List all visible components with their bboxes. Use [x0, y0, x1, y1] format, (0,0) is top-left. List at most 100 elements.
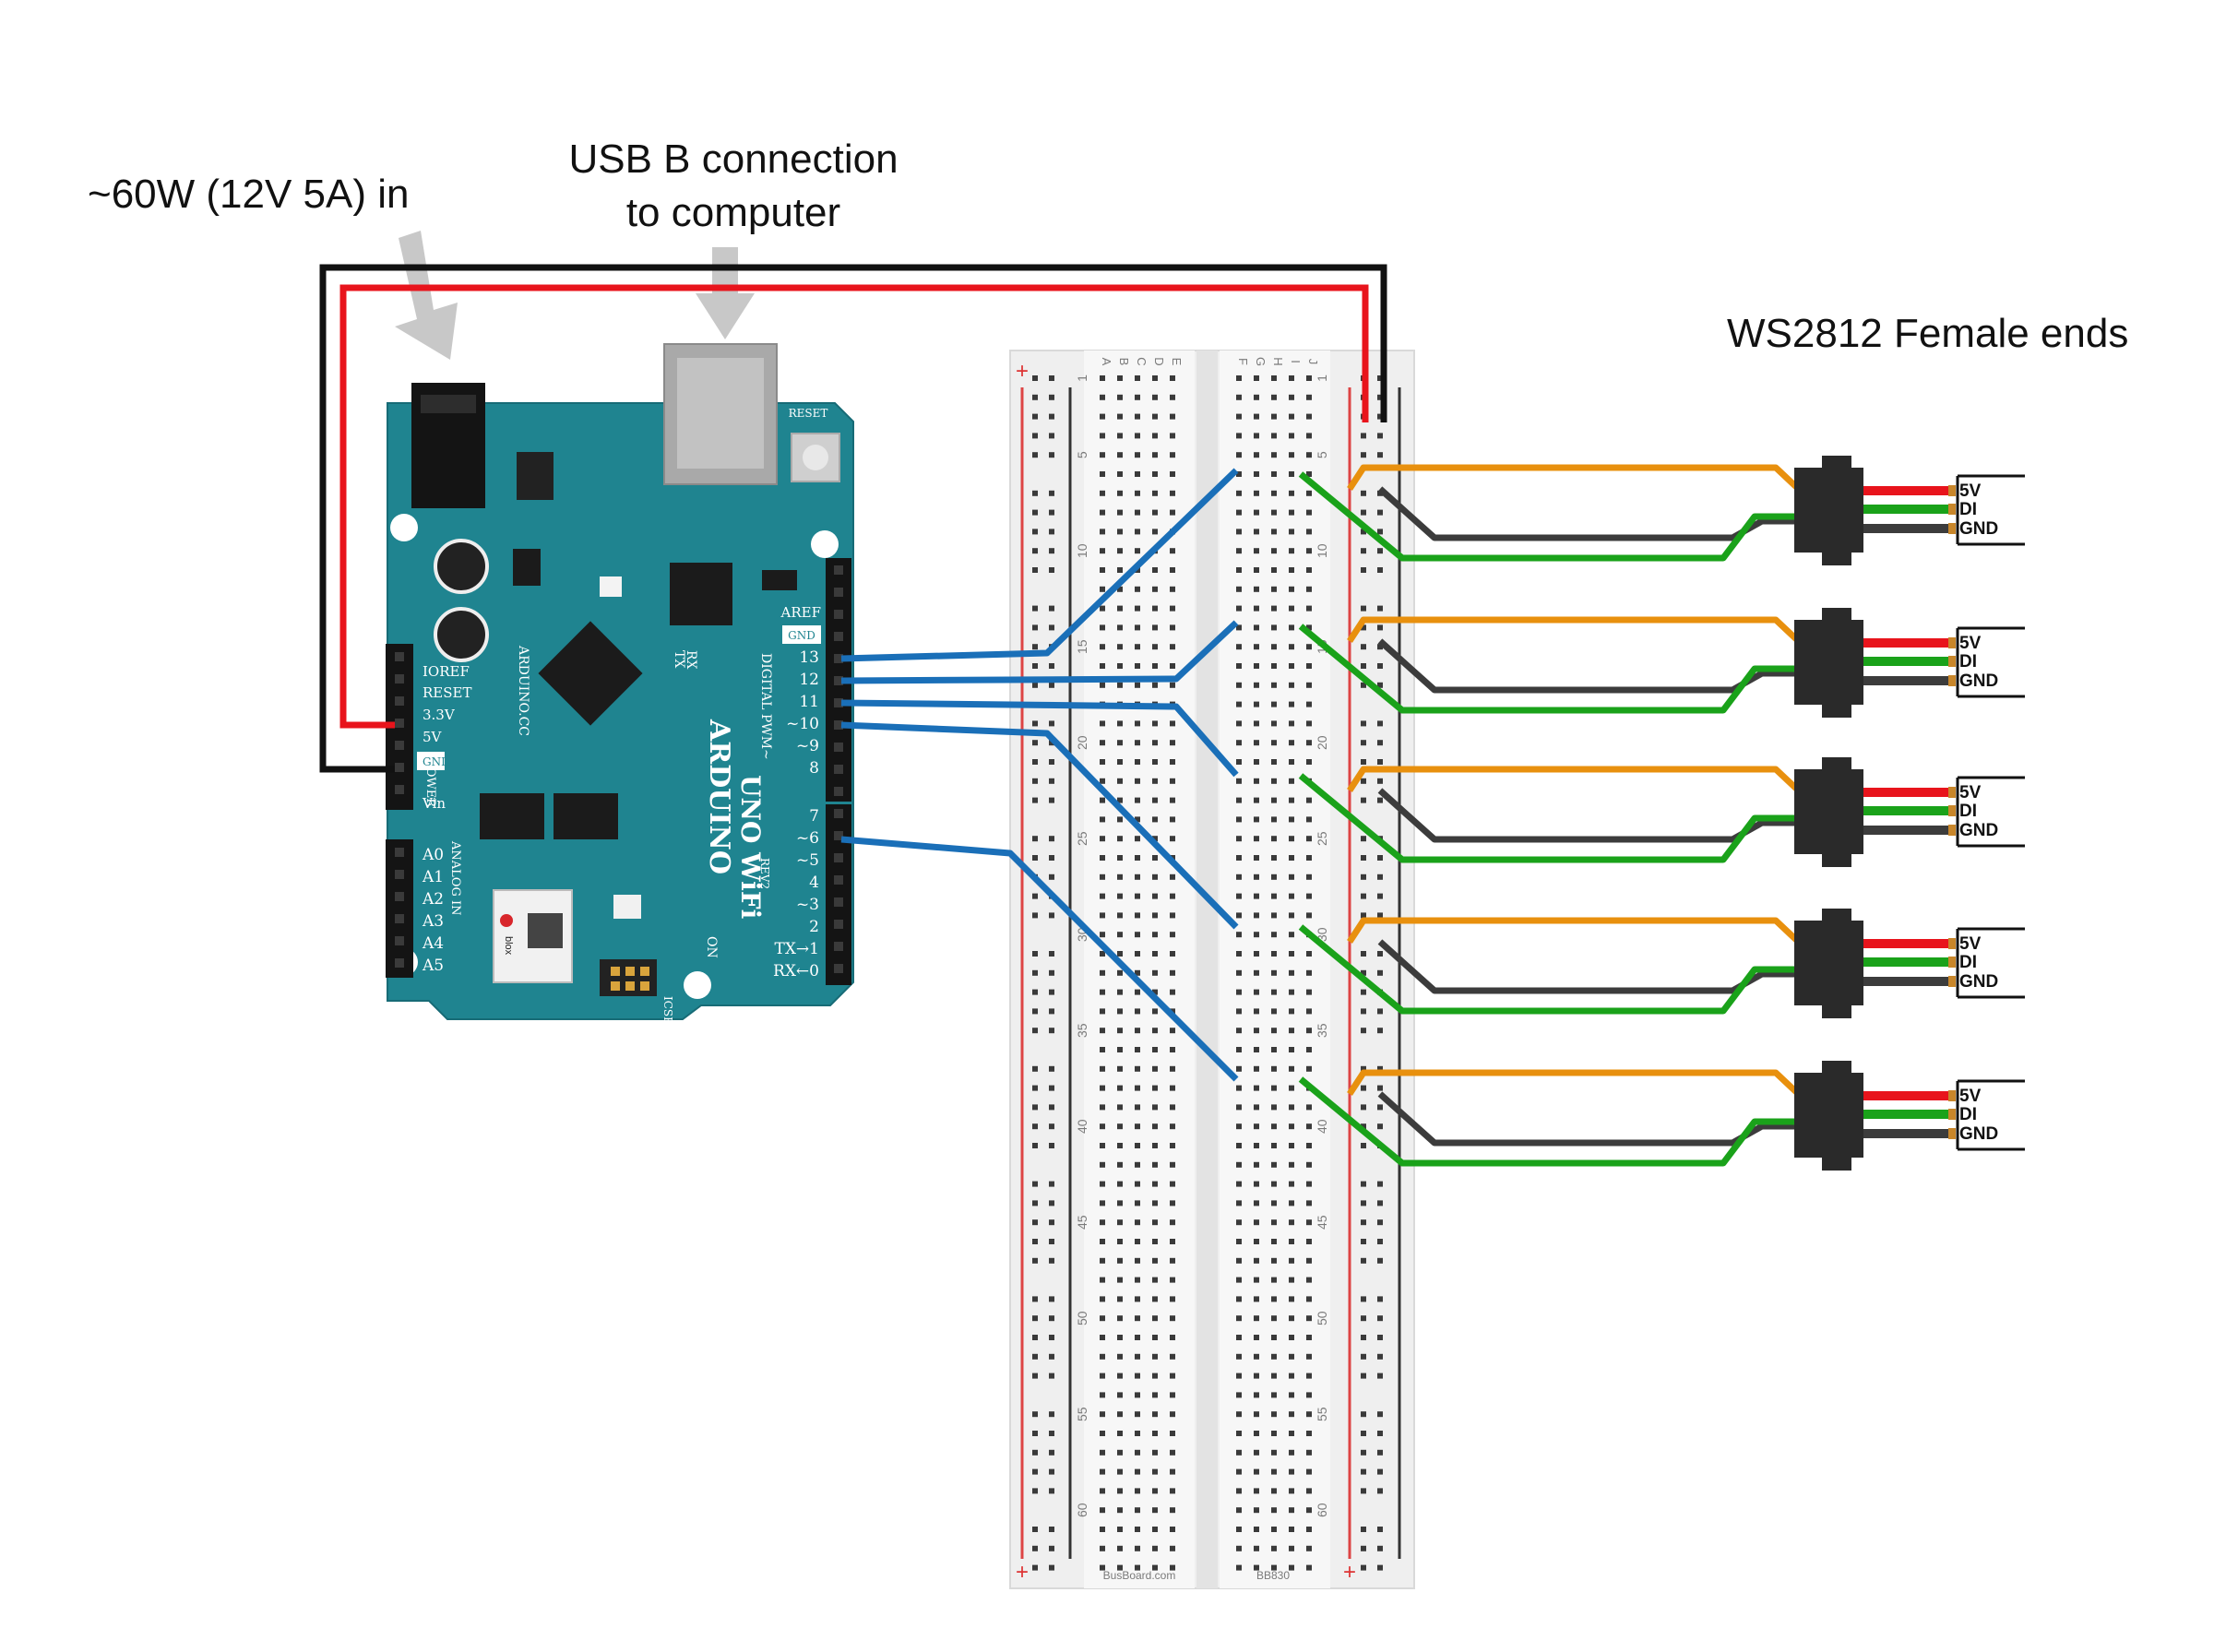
jst-latch — [1822, 852, 1851, 867]
breadboard-hole — [1117, 1028, 1123, 1034]
usb-chip — [670, 563, 732, 625]
breadboard-hole — [1254, 1353, 1259, 1360]
breadboard-hole — [1170, 1335, 1175, 1340]
smd-chip-a — [762, 570, 797, 590]
rail-hole — [1361, 893, 1366, 899]
breadboard-hole — [1100, 1353, 1105, 1360]
breadboard-hole — [1117, 1335, 1123, 1340]
header-pin — [834, 831, 843, 840]
breadboard-hole — [1135, 759, 1140, 765]
breadboard-hole — [1100, 624, 1105, 631]
breadboard-hole — [1135, 1257, 1140, 1264]
rail-hole — [1032, 1545, 1038, 1551]
rail-hole — [1361, 1545, 1366, 1551]
breadboard-hole — [1135, 452, 1140, 458]
rail-hole — [1361, 567, 1366, 573]
rail-hole — [1361, 682, 1366, 688]
header-pin — [834, 676, 843, 685]
rail-hole — [1049, 1239, 1054, 1244]
breadboard-hole — [1170, 1392, 1175, 1398]
smd-chip-d — [554, 793, 618, 839]
power-section-label: POWER — [423, 759, 437, 808]
breadboard-hole — [1152, 1335, 1158, 1340]
signal-wire-pin10 — [840, 721, 1239, 930]
breadboard-hole — [1135, 644, 1140, 650]
power-in-caption: ~60W (12V 5A) in — [88, 172, 410, 217]
usb-caption-line1: USB B connection — [568, 137, 898, 182]
breadboard-hole — [1271, 1104, 1277, 1111]
breadboard-hole — [1236, 1507, 1242, 1514]
breadboard-hole — [1135, 1277, 1140, 1283]
rail-hole — [1377, 1488, 1383, 1494]
breadboard-hole — [1135, 1200, 1140, 1206]
breadboard-hole — [1271, 567, 1277, 573]
breadboard-hole — [1236, 1411, 1242, 1418]
breadboard-hole — [1152, 567, 1158, 573]
breadboard-hole — [1254, 1200, 1259, 1206]
rail-hole — [1361, 548, 1366, 554]
breadboard-hole — [1135, 394, 1140, 400]
rail-hole — [1049, 1353, 1054, 1360]
breadboard-hole — [1100, 1143, 1105, 1148]
rail-hole — [1361, 1315, 1366, 1322]
breadboard-hole — [1306, 509, 1312, 516]
breadboard-hole — [1152, 1200, 1158, 1206]
breadboard-hole — [1254, 874, 1259, 880]
breadboard-hole — [1135, 1507, 1140, 1514]
breadboard-hole — [1236, 720, 1242, 727]
column-number: 35 — [1315, 1023, 1329, 1038]
breadboard-hole — [1170, 682, 1175, 688]
breadboard-hole — [1271, 663, 1277, 669]
breadboard-hole — [1100, 1065, 1105, 1072]
breadboard-hole — [1135, 624, 1140, 631]
breadboard-hole — [1117, 644, 1123, 650]
breadboard-hole — [1289, 1028, 1294, 1034]
rail-hole — [1049, 969, 1054, 976]
wire-gnd — [1377, 788, 1794, 843]
breadboard-hole — [1152, 1047, 1158, 1052]
breadboard-hole — [1271, 701, 1277, 707]
breadboard-hole — [1271, 855, 1277, 861]
breadboard-hole — [1100, 682, 1105, 688]
header-pin — [834, 743, 843, 752]
breadboard-hole — [1271, 394, 1277, 400]
breadboard-hole — [1135, 1239, 1140, 1244]
breadboard-hole — [1170, 836, 1175, 842]
pin-label-8: 8 — [809, 759, 819, 778]
wire-gnd — [1377, 486, 1794, 541]
breadboard-hole — [1170, 1431, 1175, 1436]
rail-hole — [1377, 1200, 1383, 1206]
breadboard-hole — [1117, 1507, 1123, 1514]
column-number: 20 — [1315, 735, 1329, 750]
breadboard-hole — [1152, 969, 1158, 976]
breadboard-hole — [1117, 548, 1123, 554]
pin-label-a3: A3 — [422, 912, 444, 931]
rail-hole — [1361, 490, 1366, 496]
breadboard-hole — [1170, 375, 1175, 381]
rail-hole — [1361, 759, 1366, 765]
breadboard-hole — [1254, 701, 1259, 707]
breadboard-hole — [1289, 1239, 1294, 1244]
rail-hole — [1049, 1411, 1054, 1418]
breadboard-hole — [1289, 874, 1294, 880]
rail-hole — [1049, 1335, 1054, 1340]
breadboard-hole — [1236, 1085, 1242, 1091]
breadboard-hole — [1271, 490, 1277, 496]
mount-hole-tl — [390, 514, 418, 541]
on-led-label: ON — [704, 936, 719, 958]
breadboard-hole — [1271, 1527, 1277, 1532]
breadboard-hole — [1306, 874, 1312, 880]
jst-latch — [1822, 551, 1851, 565]
breadboard-hole — [1271, 471, 1277, 477]
breadboard-hole — [1152, 1392, 1158, 1398]
rail-hole — [1377, 1219, 1383, 1226]
rail-hole — [1049, 394, 1054, 400]
reset-button-cap — [803, 445, 828, 470]
breadboard-hole — [1135, 1296, 1140, 1302]
dc-jack-opening — [421, 395, 476, 413]
breadboard-hole — [1100, 1200, 1105, 1206]
breadboard-hole — [1236, 1545, 1242, 1551]
breadboard-hole — [1236, 1392, 1242, 1398]
breadboard-hole — [1170, 874, 1175, 880]
